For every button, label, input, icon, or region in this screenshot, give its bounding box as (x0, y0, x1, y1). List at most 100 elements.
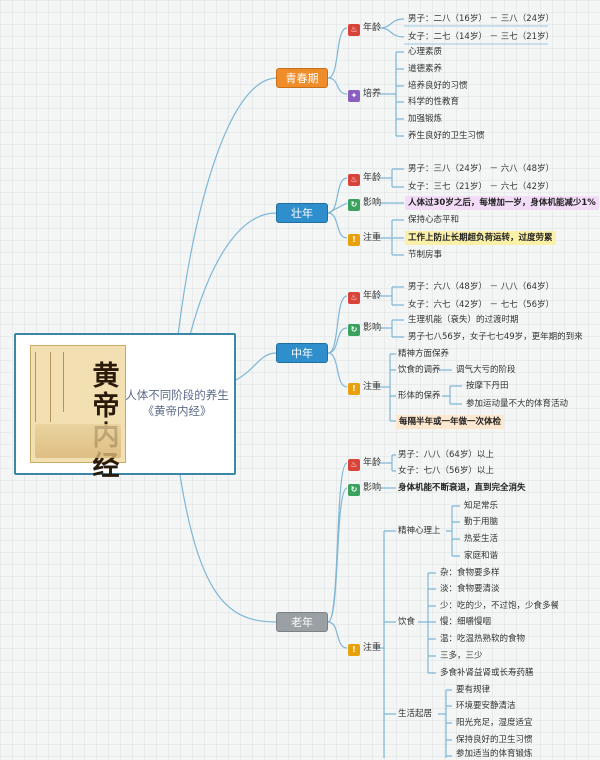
edge (379, 27, 405, 38)
stage-middle[interactable]: 中年 (276, 343, 328, 363)
edge-youth-age (327, 27, 348, 79)
old-diet-item: 少：吃的少，不过饱，少食多餐 (440, 601, 560, 611)
stage-old[interactable]: 老年 (276, 612, 328, 632)
edge (379, 18, 405, 29)
old-mind-item: 勤于用脑 (464, 517, 499, 527)
warning-icon: ! (348, 234, 360, 246)
prime-age-female: 女子：三七（21岁） － 六七（42岁） (408, 182, 555, 192)
middle-attention-body-item: 参加运动量不大的体育活动 (466, 399, 569, 409)
old-age-female: 女子：七八（56岁）以上 (398, 466, 494, 476)
youth-cultivate-item: 科学的性教育 (408, 97, 460, 107)
flame-icon: ♨ (348, 174, 360, 186)
category-label: 年龄 (363, 458, 382, 468)
category-label: 影响 (363, 483, 382, 493)
old-influence-node[interactable]: ↻影响 (348, 480, 381, 496)
old-life-item: 阳光充足，湿度适宜 (456, 718, 533, 728)
prime-age-node[interactable]: ♨年龄 (348, 170, 381, 186)
prime-attention-item: 节制房事 (408, 250, 443, 260)
book-cover-image: 黄帝内经 (30, 345, 126, 482)
edge (380, 454, 396, 472)
edge-old-influence (327, 487, 348, 623)
middle-age-male: 男子：六八（48岁） － 八八（64岁） (408, 282, 555, 292)
category-label: 影响 (363, 323, 382, 333)
middle-attention-body-item: 按摩下丹田 (466, 381, 509, 391)
youth-cultivate-node[interactable]: ✦培养 (348, 86, 381, 102)
category-label: 注重 (363, 643, 382, 653)
youth-cultivate-item: 养生良好的卫生习惯 (408, 131, 485, 141)
edge-old-age (327, 462, 348, 623)
prime-influence-node[interactable]: ↻影响 (348, 195, 381, 211)
old-diet-item: 三多，三少 (440, 651, 483, 661)
edge (380, 286, 404, 306)
old-diet-item: 杂：食物要多样 (440, 568, 500, 578)
refresh-icon: ↻ (348, 324, 360, 336)
stage-prime[interactable]: 壮年 (276, 203, 328, 223)
root-title-line1: 人体不同阶段的养生 (125, 388, 229, 402)
middle-influence-item: 生理机能（衰失）的过渡时期 (408, 315, 519, 325)
middle-age-node[interactable]: ♨年龄 (348, 288, 381, 304)
old-mind-label: 精神心理上 (398, 526, 441, 536)
old-diet-label: 饮食 (398, 617, 416, 627)
edge (380, 319, 404, 338)
lightbulb-icon: ✦ (348, 90, 360, 102)
prime-attention-item: 保持心态平和 (408, 215, 460, 225)
branch-old (179, 474, 277, 623)
root-title: 人体不同阶段的养生 《黄帝内经》 (118, 387, 236, 419)
prime-attention-node[interactable]: !注重 (348, 230, 381, 246)
old-diet-item: 淡：食物要清淡 (440, 584, 500, 594)
branch-prime (189, 212, 277, 336)
category-label: 年龄 (363, 23, 382, 33)
prime-attention-item: 工作上防止长期超负荷运转，过度劳累 (405, 231, 556, 245)
edge-middle-age (327, 295, 348, 354)
category-label: 培养 (363, 89, 382, 99)
edge-youth-list (380, 51, 404, 137)
old-life-item: 要有规律 (456, 685, 491, 695)
category-label: 注重 (363, 233, 382, 243)
old-life-label: 生活起居 (398, 709, 433, 719)
root-title-line2: 《黄帝内经》 (142, 404, 212, 418)
edge (380, 353, 396, 422)
middle-attention-node[interactable]: !注重 (348, 379, 381, 395)
leaf-underlines (404, 25, 548, 45)
old-diet-item: 多食补肾益肾或长寿药膳 (440, 668, 534, 678)
youth-cultivate-item: 加强锻炼 (408, 114, 443, 124)
old-life-item: 保持良好的卫生习惯 (456, 735, 533, 745)
prime-influence-text: 人体过30岁之后，每增加一岁，身体机能减少1% (405, 196, 599, 210)
edge (446, 505, 460, 557)
flame-icon: ♨ (348, 24, 360, 36)
edge (440, 369, 462, 405)
old-age-male: 男子：八八（64岁）以上 (398, 450, 494, 460)
old-mind-item: 知足常乐 (464, 501, 499, 511)
refresh-icon: ↻ (348, 199, 360, 211)
edge (380, 168, 404, 188)
refresh-icon: ↻ (348, 484, 360, 496)
middle-attention-diet: 调气大亏的阶段 (456, 365, 516, 375)
old-life-item: 环境要安静清洁 (456, 701, 516, 711)
book-illustration (35, 424, 121, 458)
book-title: 黄帝内经 (92, 361, 120, 482)
edge-middle-attention (327, 352, 348, 388)
old-attention-node[interactable]: !注重 (348, 640, 381, 656)
edge-prime-attention (327, 212, 348, 239)
youth-cultivate-item: 道德素养 (408, 64, 443, 74)
category-label: 年龄 (363, 291, 382, 301)
edge (380, 530, 396, 758)
old-diet-item: 慢：细嚼慢咽 (440, 617, 492, 627)
old-age-node[interactable]: ♨年龄 (348, 455, 381, 471)
root-node[interactable]: 黄帝内经 人体不同阶段的养生 《黄帝内经》 (14, 333, 236, 482)
prime-age-male: 男子：三八（24岁） － 六八（48岁） (408, 164, 555, 174)
book-decor (35, 352, 51, 422)
youth-cultivate-item: 心理素质 (408, 47, 443, 57)
youth-age-female: 女子：二七（14岁） － 三七（21岁） (408, 32, 555, 42)
old-life-item: 参加适当的体育锻炼 (456, 749, 533, 759)
edge-youth-cultivate (327, 77, 348, 95)
warning-icon: ! (348, 383, 360, 395)
middle-influence-node[interactable]: ↻影响 (348, 320, 381, 336)
middle-age-female: 女子：六七（42岁） － 七七（56岁） (408, 300, 555, 310)
youth-age-node[interactable]: ♨年龄 (348, 20, 381, 36)
middle-attention-checkup: 每隔半年或一年做一次体检 (396, 415, 505, 429)
edge (380, 219, 404, 256)
middle-attention-mental: 精神方面保养 (398, 349, 450, 359)
stage-youth[interactable]: 青春期 (276, 68, 328, 88)
